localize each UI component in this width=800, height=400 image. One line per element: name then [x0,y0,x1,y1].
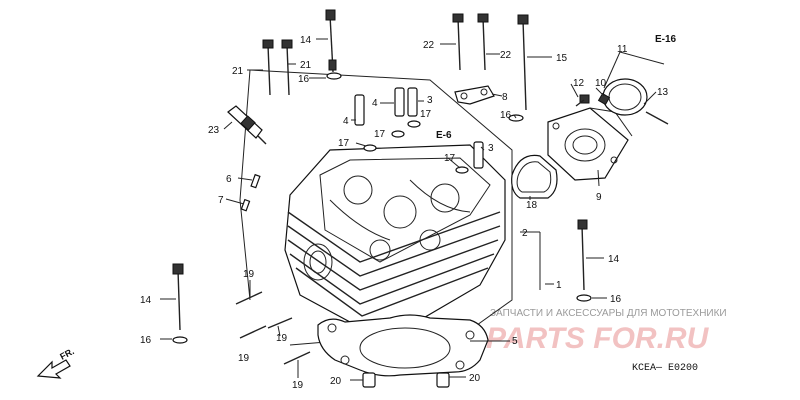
front-direction: FR. [36,346,76,379]
callout-3-top: 3 [427,95,433,106]
front-label: FR. [58,346,75,362]
long-bolts [172,9,588,331]
callout-1: 1 [556,280,562,291]
small-pins [240,173,261,212]
head-gasket [317,314,489,377]
callout-15: 15 [556,53,568,64]
head-bolts [262,13,529,111]
clamp-band [575,78,669,125]
oil-fittings [354,87,484,174]
watermark: ЗАПЧАСТИ И АКСЕССУАРЫ ДЛЯ МОТОТЕХНИКИ PA… [486,308,727,355]
section-refs: E-16 E-6 [436,34,677,141]
callout-17-b: 17 [420,109,432,120]
watermark-tagline: ЗАПЧАСТИ И АКСЕССУАРЫ ДЛЯ МОТОТЕХНИКИ [490,308,727,319]
callout-21-right: 21 [300,60,312,71]
callout-labels: 14 16 21 21 22 22 15 11 10 12 13 9 18 2 … [140,35,669,391]
callout-7: 7 [218,195,224,206]
callout-9: 9 [596,192,602,203]
spark-plug [227,105,267,145]
insulator [547,107,633,181]
callout-18: 18 [526,200,538,211]
callout-16-left: 16 [140,335,152,346]
callout-10: 10 [595,78,607,89]
callout-19-b: 19 [276,333,288,344]
callout-14-left: 14 [140,295,152,306]
callout-14-top: 14 [300,35,312,46]
callout-20-left: 20 [330,376,342,387]
intake-gasket [511,154,558,199]
callout-16-top: 16 [298,74,310,85]
callout-17-d: 17 [444,153,456,164]
callout-17-a: 17 [374,129,386,140]
studs [235,291,311,365]
callout-20-right: 20 [469,373,481,384]
callout-11: 11 [617,44,628,55]
callout-16-right: 16 [610,294,622,305]
bracket [454,85,495,105]
callout-16-mid: 16 [500,110,512,121]
ref-e16: E-16 [655,34,677,45]
callout-4-top: 4 [372,98,378,109]
callout-6: 6 [226,174,232,185]
callout-12: 12 [573,78,585,89]
callout-14-right: 14 [608,254,620,265]
ref-e6: E-6 [436,130,452,141]
dowel-pins [362,372,450,388]
callout-22-left: 22 [423,40,435,51]
callout-2: 2 [522,228,528,239]
callout-8: 8 [502,92,508,103]
callout-13: 13 [657,87,669,98]
front-arrow-icon [36,359,71,379]
leader-lines [160,38,665,381]
callout-19-d: 19 [292,380,304,391]
callout-5: 5 [512,336,518,347]
callout-19-a: 19 [243,269,255,280]
callout-4-left: 4 [343,116,349,127]
cylinder-head [284,144,506,323]
callout-23: 23 [208,125,220,136]
callout-22-right: 22 [500,50,512,61]
callout-19-c: 19 [238,353,250,364]
watermark-logo: PARTS FOR.RU [486,322,710,355]
callout-21-left: 21 [232,66,244,77]
diagram-code: KCEA— E0200 [632,363,698,374]
callout-17-c: 17 [338,138,350,149]
callout-3-right: 3 [488,143,494,154]
